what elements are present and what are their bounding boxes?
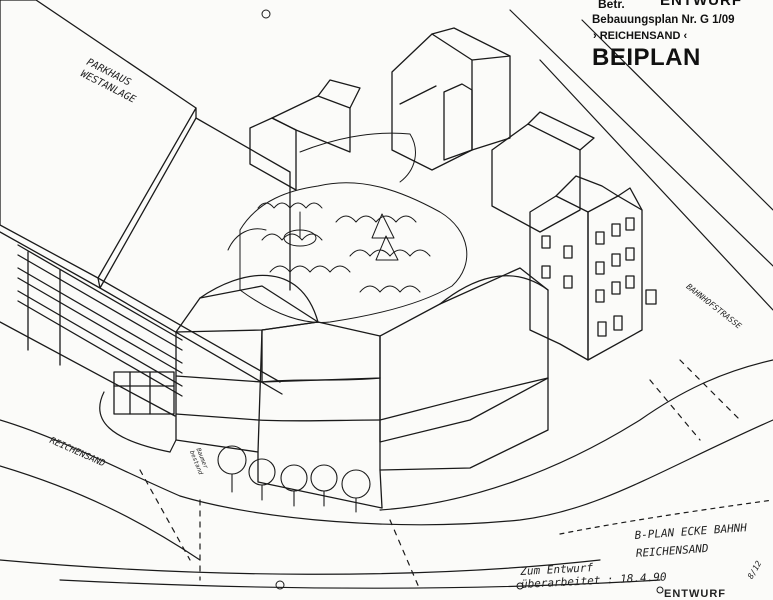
rear-buildings	[249, 27, 511, 191]
courtyard-greenery	[227, 132, 468, 324]
parking-garage	[0, 0, 291, 417]
bottom-stamp-text: ENTWURF	[664, 588, 726, 600]
streets	[0, 9, 773, 591]
street-trees	[217, 445, 371, 513]
subject-label: Betr.	[598, 0, 625, 11]
misc-marks	[261, 9, 664, 594]
corner-building	[491, 111, 657, 361]
draft-label: ENTWURF	[660, 0, 742, 9]
plan-area-name: › REICHENSAND ‹	[593, 30, 688, 42]
sheet-title: BEIPLAN	[592, 44, 701, 71]
main-curved-building	[175, 267, 549, 509]
development-plan-number: Bebauungsplan Nr. G 1/09	[592, 14, 735, 26]
